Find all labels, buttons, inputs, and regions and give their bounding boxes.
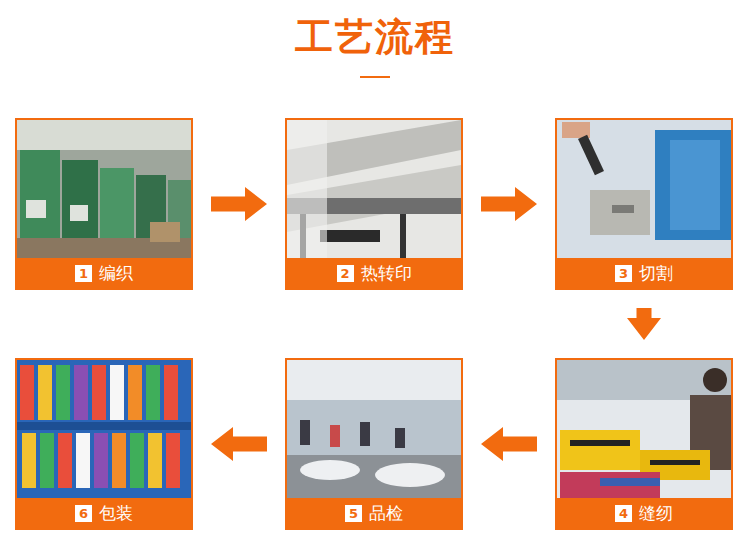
step-number: 3 — [615, 265, 632, 282]
flow-arrow — [627, 308, 661, 340]
caption-bar: 3 切割 — [557, 258, 731, 288]
step-label: 编织 — [99, 262, 133, 285]
sewing-photo — [557, 360, 731, 500]
step-label: 缝纫 — [639, 502, 673, 525]
step-number: 6 — [75, 505, 92, 522]
step-number: 1 — [75, 265, 92, 282]
process-box: 1 编织 — [15, 118, 193, 290]
step-number: 2 — [337, 265, 354, 282]
caption-bar: 6 包装 — [17, 498, 191, 528]
step-label: 包装 — [99, 502, 133, 525]
process-box: 6 包装 — [15, 358, 193, 530]
step-number: 4 — [615, 505, 632, 522]
flow-arrow — [481, 427, 537, 461]
weaving-photo — [17, 120, 191, 260]
heat-transfer-photo — [287, 120, 461, 260]
step-label: 热转印 — [361, 262, 412, 285]
step-number: 5 — [345, 505, 362, 522]
step-label: 切割 — [639, 262, 673, 285]
flow-arrow — [481, 187, 537, 221]
process-box: 5 品检 — [285, 358, 463, 530]
caption-bar: 2 热转印 — [287, 258, 461, 288]
caption-bar: 4 缝纫 — [557, 498, 731, 528]
process-box: 2 热转印 — [285, 118, 463, 290]
process-box: 3 切割 — [555, 118, 733, 290]
cutting-photo — [557, 120, 731, 260]
caption-bar: 5 品检 — [287, 498, 461, 528]
flow-arrow — [211, 427, 267, 461]
title-underline — [360, 76, 390, 78]
step-label: 品检 — [369, 502, 403, 525]
process-box: 4 缝纫 — [555, 358, 733, 530]
inspection-photo — [287, 360, 461, 500]
flow-arrow — [211, 187, 267, 221]
caption-bar: 1 编织 — [17, 258, 191, 288]
diagram-title: 工艺流程 — [0, 12, 750, 63]
packaging-photo — [17, 360, 191, 500]
